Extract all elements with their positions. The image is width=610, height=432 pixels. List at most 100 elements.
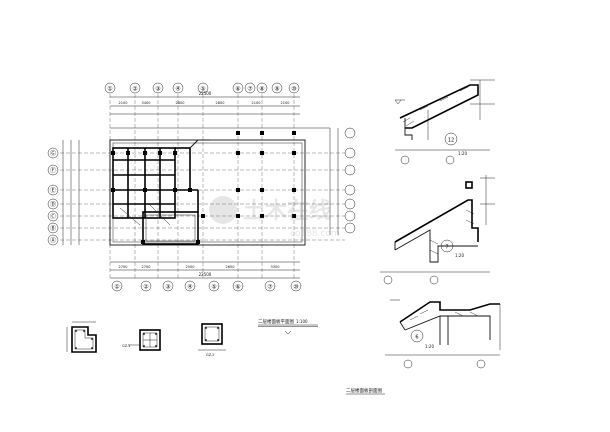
dimension-label: 3300 bbox=[271, 265, 280, 269]
detail-gz2: GZ-2 bbox=[198, 323, 226, 357]
svg-text:Ⓐ: Ⓐ bbox=[50, 237, 56, 245]
axis-bubble: Ⓐ bbox=[47, 234, 59, 246]
svg-text:Ⓓ: Ⓓ bbox=[50, 201, 56, 209]
axis-bubble: ③ bbox=[162, 280, 174, 292]
axis-bubble: ④ bbox=[172, 82, 184, 94]
svg-text:②: ② bbox=[143, 284, 149, 291]
axis-bubble: Ⓒ bbox=[47, 210, 59, 222]
svg-text:③: ③ bbox=[165, 284, 170, 291]
svg-text:Ⓔ: Ⓔ bbox=[50, 187, 56, 195]
svg-text:⑥: ⑥ bbox=[235, 284, 240, 291]
axis-bubble: ① bbox=[104, 82, 116, 94]
watermark: 土木在线 co188.com bbox=[209, 196, 340, 239]
svg-text:①: ① bbox=[107, 86, 112, 93]
axis-bubble: ⑧ bbox=[256, 82, 268, 94]
watermark-url: co188.com bbox=[290, 229, 340, 239]
detail-gz1: GZ-1 bbox=[122, 329, 161, 351]
dimension-label: 2100 bbox=[119, 101, 128, 105]
svg-text:⑦: ⑦ bbox=[247, 86, 253, 93]
section-scale: 1:20 bbox=[455, 253, 464, 258]
section-7: 7 1:20 bbox=[380, 175, 495, 285]
column bbox=[196, 240, 200, 244]
column bbox=[126, 151, 130, 155]
svg-text:⑤: ⑤ bbox=[211, 284, 216, 291]
column bbox=[143, 151, 147, 155]
dimension-label: 2100 bbox=[281, 101, 290, 105]
column bbox=[236, 214, 240, 218]
plan-title-block: 二层楼面板平面图 1:100 bbox=[258, 318, 318, 335]
svg-text:④: ④ bbox=[187, 284, 192, 291]
axis-bubble: Ⓖ bbox=[47, 147, 59, 159]
axis-bubble: ① bbox=[111, 280, 123, 292]
axis-bubble: Ⓔ bbox=[47, 184, 59, 196]
bottom-axis-bubbles: ① ② ③ ④ ⑤ ⑥ ⑦ ⑩ bbox=[111, 280, 302, 292]
section-6: 6 1:20 bbox=[385, 299, 501, 369]
column bbox=[173, 151, 177, 155]
column bbox=[292, 151, 296, 155]
section-12: 12 1:20 bbox=[394, 79, 495, 165]
column bbox=[111, 188, 115, 192]
columns bbox=[111, 131, 296, 244]
column bbox=[292, 188, 296, 192]
dimension-label: 2800 bbox=[216, 101, 225, 105]
column bbox=[236, 188, 240, 192]
axis-bubble bbox=[344, 127, 356, 139]
axis-bubble: Ⓕ bbox=[47, 164, 59, 176]
column bbox=[173, 188, 177, 192]
right-dimension-chain bbox=[329, 128, 339, 235]
svg-text:⑤: ⑤ bbox=[200, 86, 205, 93]
axis-bubble: ⑦ bbox=[264, 280, 276, 292]
column bbox=[292, 214, 296, 218]
axis-bubble: ④ bbox=[184, 280, 196, 292]
sheet-title: 二层楼面板剖面图 bbox=[346, 387, 382, 394]
svg-text:⑦: ⑦ bbox=[267, 284, 273, 291]
axis-bubble: ② bbox=[140, 280, 152, 292]
axis-bubble: Ⓓ bbox=[47, 198, 59, 210]
column bbox=[236, 151, 240, 155]
axis-bubble: ⑤ bbox=[197, 82, 209, 94]
axis-bubble: ⑤ bbox=[208, 280, 220, 292]
detail-column-l bbox=[66, 321, 97, 353]
column bbox=[188, 188, 192, 192]
axis-bubble: ⑨ bbox=[271, 82, 283, 94]
left-axis-bubbles: Ⓖ Ⓕ Ⓔ Ⓓ Ⓒ Ⓑ Ⓐ bbox=[47, 147, 59, 246]
section-number: 6 bbox=[415, 335, 418, 341]
svg-text:⑥: ⑥ bbox=[235, 86, 240, 93]
svg-text:Ⓒ: Ⓒ bbox=[50, 213, 56, 221]
dimension-label: 3400 bbox=[142, 101, 151, 105]
svg-text:⑧: ⑧ bbox=[259, 86, 264, 93]
svg-text:②: ② bbox=[132, 86, 138, 93]
svg-text:⑨: ⑨ bbox=[274, 86, 279, 93]
dimension-label: 2700 bbox=[142, 265, 151, 269]
column bbox=[260, 131, 264, 135]
overall-dimension-top: 22500 bbox=[199, 91, 212, 96]
section-number: 12 bbox=[448, 138, 454, 144]
sheet-title-block: 二层楼面板剖面图 bbox=[346, 387, 385, 395]
column bbox=[201, 214, 205, 218]
floor-plan: ① ② ③ ④ ⑤ ⑥ ⑦ ⑧ ⑨ ⑩ 22500 2100 3400 2800… bbox=[47, 82, 356, 335]
slab-beams bbox=[112, 139, 210, 245]
overall-dimension-bottom: 22500 bbox=[199, 272, 212, 277]
detail-label: GZ-1 bbox=[122, 344, 131, 348]
axis-bubble: ⑩ bbox=[288, 82, 300, 94]
column bbox=[111, 151, 115, 155]
svg-text:①: ① bbox=[114, 284, 119, 291]
column bbox=[260, 151, 264, 155]
top-axis-bubbles: ① ② ③ ④ ⑤ ⑥ ⑦ ⑧ ⑨ ⑩ bbox=[104, 82, 300, 94]
plan-title: 二层楼面板平面图 bbox=[258, 318, 294, 325]
bottom-dimension-chain: 2700 2700 2500 2600 3300 22500 bbox=[110, 261, 300, 279]
column bbox=[143, 188, 147, 192]
column bbox=[141, 240, 145, 244]
axis-bubble: ⑥ bbox=[232, 280, 244, 292]
axis-bubble: ② bbox=[129, 82, 141, 94]
axis-bubble: ③ bbox=[152, 82, 164, 94]
dimension-label: 2500 bbox=[186, 265, 195, 269]
section-scale: 1:20 bbox=[425, 344, 434, 349]
svg-text:④: ④ bbox=[175, 86, 180, 93]
dimension-label: 2600 bbox=[226, 265, 235, 269]
column bbox=[260, 188, 264, 192]
detail-label: GZ-2 bbox=[206, 353, 215, 357]
dimension-label: 2800 bbox=[176, 101, 185, 105]
column bbox=[158, 151, 162, 155]
